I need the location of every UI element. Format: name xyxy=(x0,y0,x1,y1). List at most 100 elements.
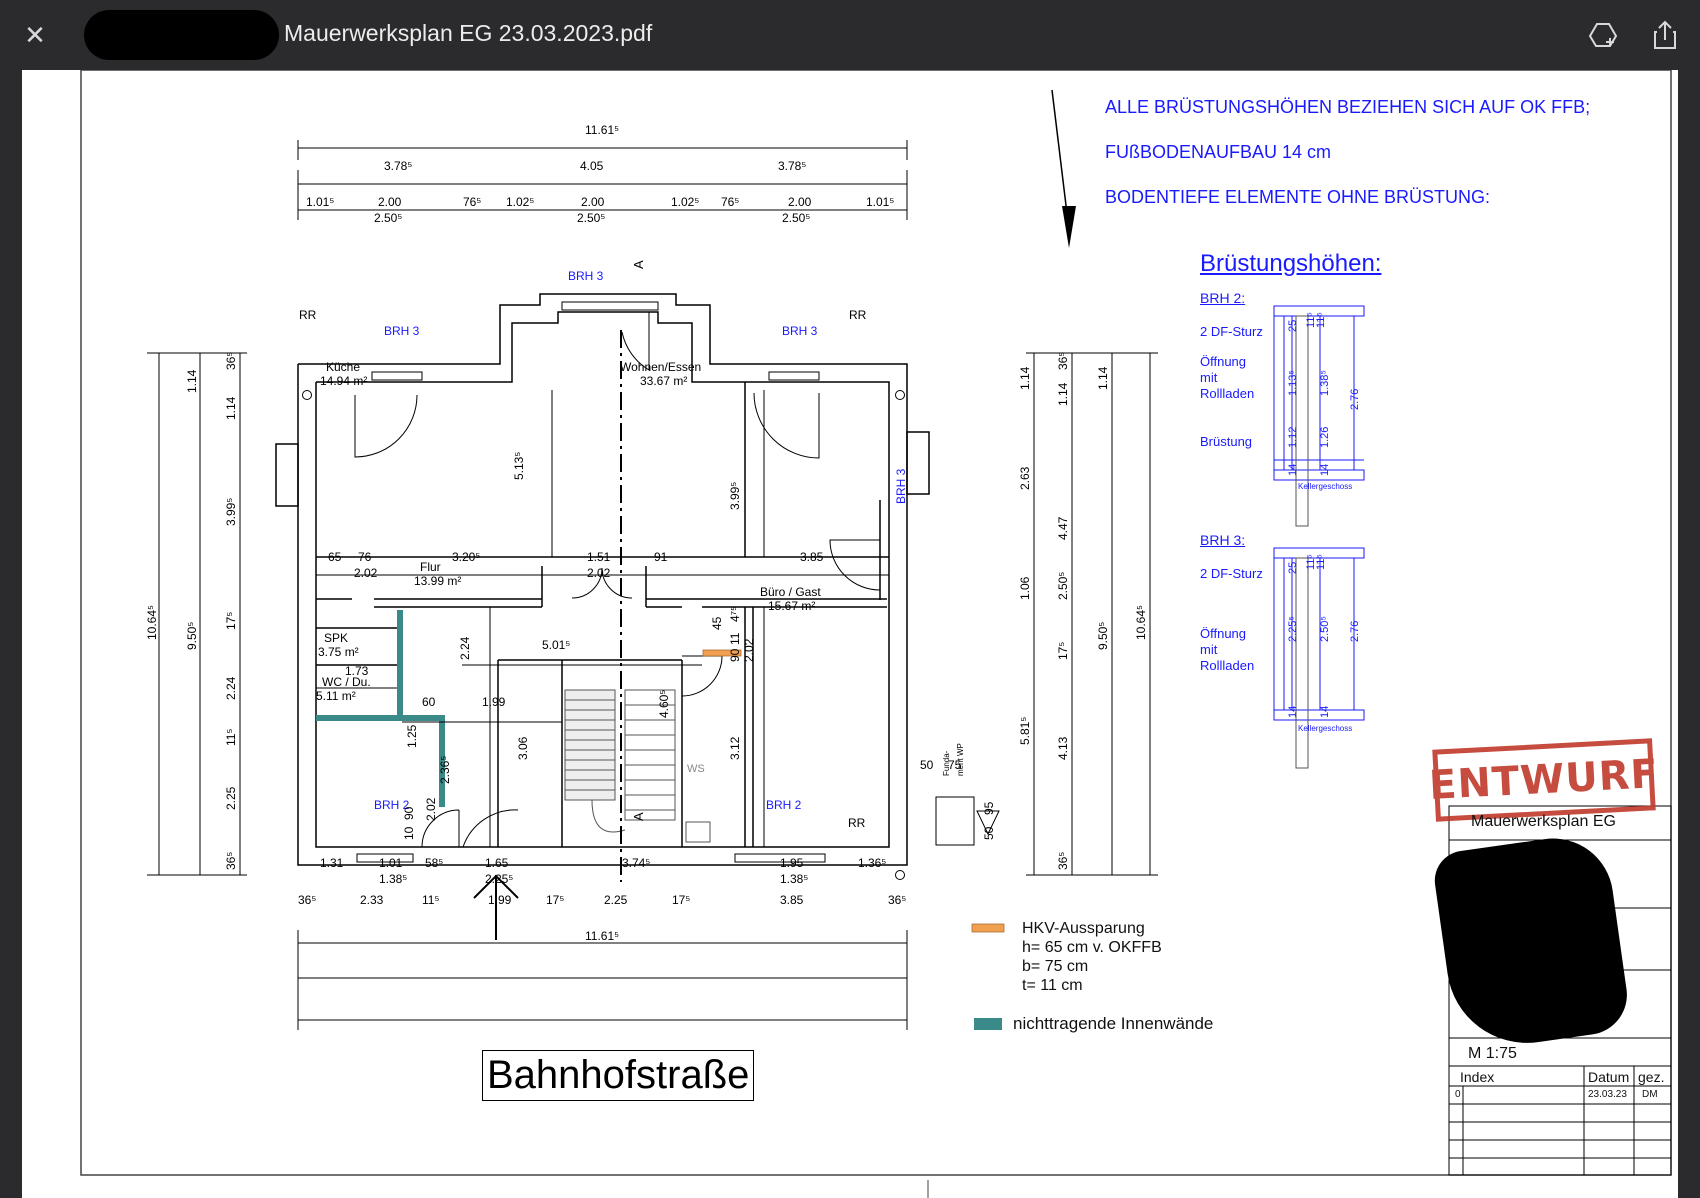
dim-label: 3.78⁵ xyxy=(778,159,807,173)
dim-label: 3.85 xyxy=(800,550,824,564)
dim-label: 2.50⁵ xyxy=(577,211,606,225)
dim-label: 3.78⁵ xyxy=(384,159,413,173)
dim-label: 2.25⁵ xyxy=(485,872,514,886)
dim-label: 91 xyxy=(654,550,668,564)
dim-label: 76 xyxy=(358,550,372,564)
dim-label: 3.74⁵ xyxy=(622,856,651,870)
dim-label: 11.61⁵ xyxy=(585,123,620,137)
dim-label: 17⁵ xyxy=(1056,641,1070,660)
window-label-brh3: BRH 3 xyxy=(384,324,420,338)
window-label-brh2: BRH 2 xyxy=(374,798,410,812)
pdf-page[interactable]: ALLE BRÜSTUNGSHÖHEN BEZIEHEN SICH AUF OK… xyxy=(22,70,1678,1198)
dim-label: 1.65 xyxy=(485,856,509,870)
rr-label: RR xyxy=(848,816,866,830)
dim-label: 2.50⁵ xyxy=(1056,571,1070,600)
dim-label: 1.14 xyxy=(1018,366,1032,390)
share-icon[interactable] xyxy=(1646,16,1684,54)
legend-hkv: HKV-Aussparung h= 65 cm v. OKFFB b= 75 c… xyxy=(1022,919,1162,995)
dim-label: 36⁵ xyxy=(888,893,907,907)
dim-label: 1.25 xyxy=(405,724,419,748)
room-name: Büro / Gast xyxy=(760,585,821,599)
brh2-keller: Kellergeschoss xyxy=(1298,482,1353,491)
brh2-opening-label: Öffnung mit Rollladen xyxy=(1200,354,1255,401)
brh3-title: BRH 3: xyxy=(1200,532,1246,548)
window-label-brh3: BRH 3 xyxy=(894,468,908,504)
dim-label: 3.99⁵ xyxy=(728,481,742,510)
brh3-dim: 2.76 xyxy=(1349,620,1361,642)
room-name: Wohnen/Essen xyxy=(620,360,702,374)
dim-label: 2.33 xyxy=(360,893,384,907)
room-area: 15.67 m² xyxy=(768,599,816,613)
dim-label: 76⁵ xyxy=(463,195,482,209)
dim-label: 76⁵ xyxy=(721,195,740,209)
brh2-dim: 11⁵ xyxy=(1315,312,1327,328)
dim-label: 10 xyxy=(402,826,416,840)
dim-label: 3.12 xyxy=(728,736,742,760)
dim-label: 90 xyxy=(728,648,742,662)
close-icon[interactable]: ✕ xyxy=(24,19,46,50)
dim-label: 36⁵ xyxy=(1056,351,1070,370)
room-area: 13.99 m² xyxy=(414,574,462,588)
dim-label: 95 xyxy=(982,801,996,815)
dim-label: 3.06 xyxy=(516,736,530,760)
legend-hkv-line: h= 65 cm v. OKFFB xyxy=(1022,939,1162,956)
dim-label: 2.36⁵ xyxy=(438,755,452,784)
dim-label: 17⁵ xyxy=(546,893,565,907)
titleblock-title: Mauerwerksplan EG xyxy=(1471,813,1616,830)
brh3-opening-label: Öffnung mit Rollladen xyxy=(1200,626,1255,673)
dim-label: 1.01⁵ xyxy=(306,195,335,209)
dim-label: 17⁵ xyxy=(224,611,238,630)
dim-label: 5.81⁵ xyxy=(1018,716,1032,745)
legend-hkv-line: b= 75 cm xyxy=(1022,958,1089,975)
titleblock-row-gez: DM xyxy=(1642,1089,1658,1100)
dim-label: 11⁵ xyxy=(224,728,238,746)
rr-label: RR xyxy=(849,308,867,322)
add-to-drive-icon[interactable] xyxy=(1584,16,1622,54)
dim-label: 1.06 xyxy=(1018,576,1032,600)
dim-label: 90 xyxy=(402,806,416,820)
dim-label: 4.13 xyxy=(1056,736,1070,760)
dim-label: 1.38⁵ xyxy=(379,872,408,886)
dim-label: 2.00 xyxy=(788,195,812,209)
dim-label: 11 xyxy=(728,632,742,645)
brh-heading: Brüstungshöhen: xyxy=(1200,250,1382,277)
dim-label: 11⁵ xyxy=(422,893,440,907)
dim-label: 2.00 xyxy=(581,195,605,209)
dim-label: 75 xyxy=(948,758,962,772)
window-label-brh3: BRH 3 xyxy=(568,269,604,283)
dim-label: 2.25 xyxy=(224,786,238,810)
room-area: 3.75 m² xyxy=(318,645,359,659)
dim-label: 36⁵ xyxy=(224,351,238,370)
brh2-sturz-label: 2 DF-Sturz xyxy=(1200,324,1263,339)
dim-label: 1.95 xyxy=(780,856,804,870)
dim-label: 1.01⁵ xyxy=(866,195,895,209)
dim-label: 50 xyxy=(982,826,996,840)
dim-label: 1.73 xyxy=(345,664,369,678)
dim-label: 65 xyxy=(328,550,342,564)
note-line-2: FUßBODENAUFBAU 14 cm xyxy=(1105,142,1332,162)
note-line-1: ALLE BRÜSTUNGSHÖHEN BEZIEHEN SICH AUF OK… xyxy=(1105,97,1591,117)
titleblock-row-index: 0 xyxy=(1455,1089,1461,1100)
brh2-dim: 25 xyxy=(1287,319,1299,332)
dim-label: 2.50⁵ xyxy=(782,211,811,225)
dim-label: 58⁵ xyxy=(425,856,444,870)
dim-label: 36⁵ xyxy=(224,851,238,870)
dim-label: 1.02⁵ xyxy=(506,195,535,209)
room-area: 33.67 m² xyxy=(640,374,688,388)
note-line-3: BODENTIEFE ELEMENTE OHNE BRÜSTUNG: xyxy=(1105,187,1491,207)
brh3-dim: 2.50⁵ xyxy=(1319,616,1331,642)
titleblock-col-datum: Datum xyxy=(1588,1069,1630,1085)
brh3-keller: Kellergeschoss xyxy=(1298,724,1353,733)
dim-label: 2.02 xyxy=(354,566,378,580)
dim-label: 36⁵ xyxy=(298,893,317,907)
dim-label: 1.14 xyxy=(1056,382,1070,406)
dim-label: 1.02⁵ xyxy=(671,195,700,209)
brh2-dim: 1.38⁵ xyxy=(1319,370,1331,396)
brh3-dim: 11⁵ xyxy=(1315,554,1327,570)
dim-label: 1.36⁵ xyxy=(858,856,887,870)
dim-label: 10.64⁵ xyxy=(145,604,159,640)
brh2-bruestung-label: Brüstung xyxy=(1200,434,1253,449)
dim-label: 10.64⁵ xyxy=(1134,604,1148,640)
dim-label: 3.20⁵ xyxy=(452,550,481,564)
dim-label: 4.47 xyxy=(1056,516,1070,540)
